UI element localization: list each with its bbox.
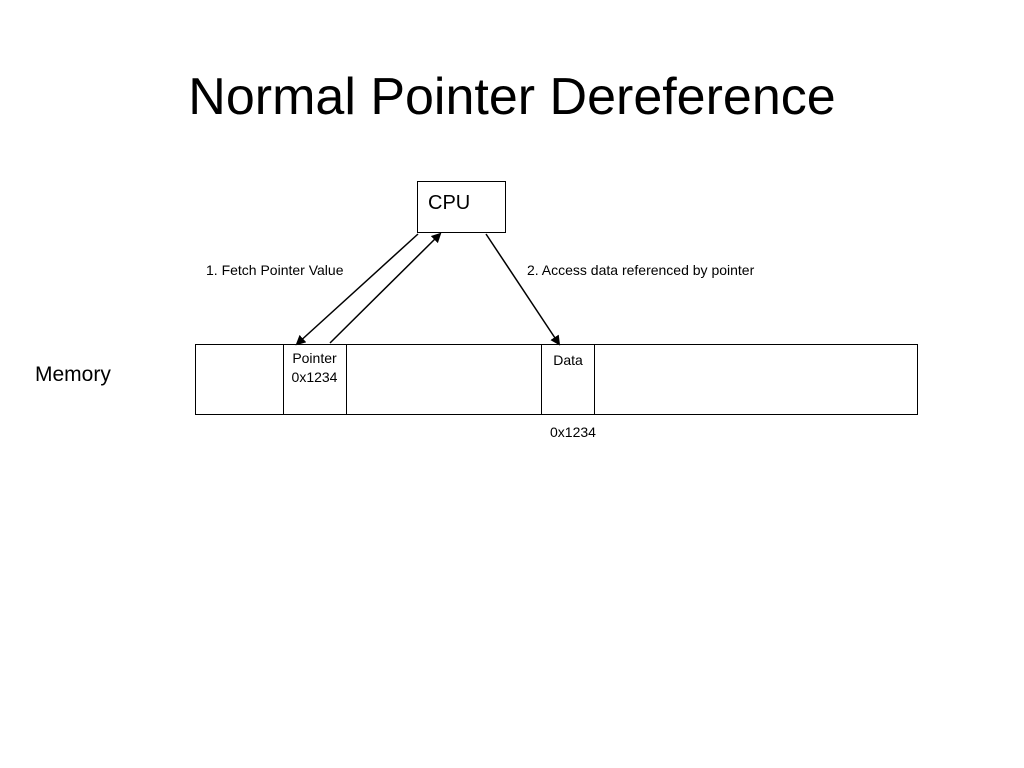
data-address-label: 0x1234 [550, 424, 596, 440]
cpu-box: CPU [417, 181, 506, 233]
memory-divider-3 [541, 345, 542, 414]
memory-strip: Pointer 0x1234 Data [195, 344, 918, 415]
cpu-label: CPU [428, 192, 471, 214]
access-data-arrow [485, 233, 561, 346]
memory-divider-4 [594, 345, 595, 414]
pointer-cell-name: Pointer [292, 350, 337, 366]
fetch-pointer-arrow-down [295, 233, 419, 346]
pointer-cell-value: 0x1234 [291, 369, 338, 385]
memory-divider-2 [346, 345, 347, 414]
step1-label: 1. Fetch Pointer Value [206, 262, 344, 278]
memory-divider-1 [283, 345, 284, 414]
data-cell: Data [542, 351, 594, 370]
pointer-cell: Pointer 0x1234 [283, 349, 346, 387]
step2-label: 2. Access data referenced by pointer [527, 262, 755, 278]
fetch-pointer-arrow-up [329, 232, 442, 344]
data-cell-name: Data [553, 352, 583, 368]
memory-label: Memory [35, 363, 111, 386]
slide-title: Normal Pointer Dereference [188, 68, 836, 126]
